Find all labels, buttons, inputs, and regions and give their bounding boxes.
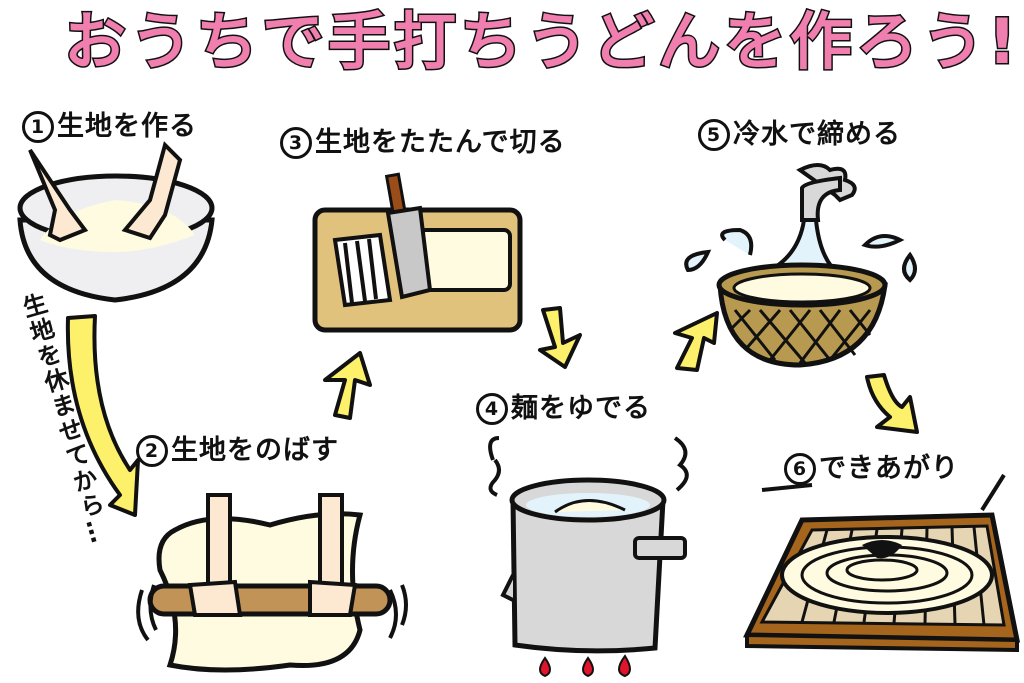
rolling-dough-illustration: [136, 493, 408, 673]
left-hand-icon: [28, 148, 89, 243]
step-2-number: 2: [136, 435, 168, 467]
dough-sheet-icon: [418, 228, 512, 292]
pot-handle-icon: [633, 536, 687, 560]
arrow-step1-to-step2: [65, 314, 140, 517]
arrow-step4-to-step5: [673, 311, 719, 372]
step-1-number: 1: [22, 111, 54, 143]
flame-icon: [539, 654, 631, 678]
mixing-bowl-illustration: [17, 141, 215, 303]
faucet-basket-illustration: [684, 163, 917, 368]
step-5-number: 5: [698, 119, 730, 151]
page-title: おうちで手打ちうどんを作ろう!: [63, 4, 1021, 80]
arrow-step5-to-step6: [865, 373, 919, 434]
step-4-number: 4: [476, 393, 508, 425]
right-hand-icon: [121, 141, 183, 241]
knife-blade-icon: [385, 205, 433, 300]
step-3-number: 3: [280, 127, 312, 159]
arrow-step2-to-step3: [323, 351, 372, 420]
udon-noodles-icon: [780, 535, 994, 615]
boiling-pot-illustration: [488, 436, 689, 678]
zaru-udon-illustration: [743, 473, 1021, 653]
cutting-board-illustration: [312, 172, 523, 333]
arrow-step3-to-step4: [538, 306, 582, 369]
step-6-number: 6: [784, 453, 816, 485]
